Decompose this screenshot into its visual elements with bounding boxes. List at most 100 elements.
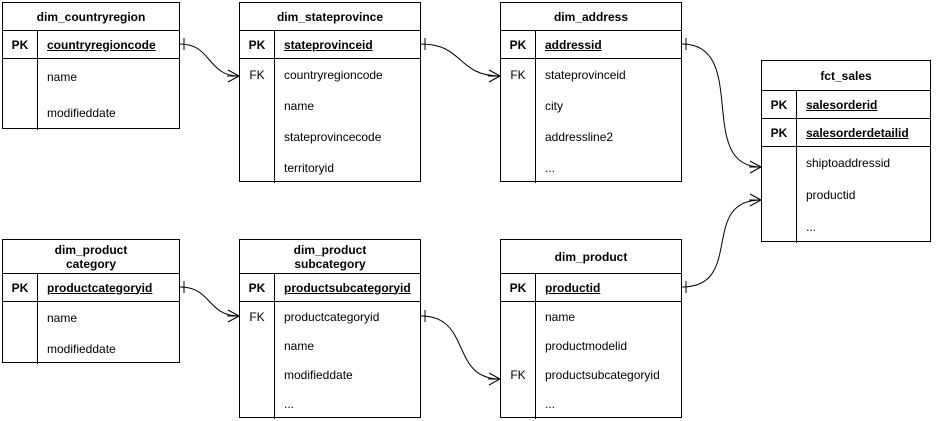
column-name: stateprovincecode xyxy=(284,129,382,144)
column-name: productsubcategoryid xyxy=(545,367,660,382)
column-name: name xyxy=(545,309,576,324)
key-marker xyxy=(501,121,535,152)
column-name: salesorderdetailid xyxy=(806,125,909,140)
column-name: name xyxy=(47,310,78,325)
column-name: modifieddate xyxy=(284,367,353,382)
column-name: countryregioncode xyxy=(284,67,383,82)
key-marker: PK xyxy=(3,274,38,301)
entity-body: name modifieddate xyxy=(3,59,179,130)
key-marker: PK xyxy=(501,31,536,58)
entity-body-key-column: FK xyxy=(240,59,275,183)
column-name: stateprovinceid xyxy=(284,37,373,52)
key-marker xyxy=(501,152,535,183)
cardinality-many-marker xyxy=(488,69,501,83)
column-name: salesorderid xyxy=(806,97,878,112)
key-marker: FK xyxy=(510,367,526,382)
relationship-line xyxy=(420,43,501,77)
relationship-stateprovince-to-address xyxy=(420,38,501,83)
column-name: productid xyxy=(545,280,601,295)
relationship-line xyxy=(179,286,240,317)
entity-key-row[interactable]: PK productsubcategoryid xyxy=(240,274,420,302)
key-marker xyxy=(240,389,274,419)
column-name: addressline2 xyxy=(545,129,614,144)
column-name: ... xyxy=(545,397,556,411)
relationship-countryregion-to-stateprovince xyxy=(179,38,240,83)
entity-title: dim_product subcategory xyxy=(240,240,420,274)
column-name: ... xyxy=(806,220,817,234)
key-marker xyxy=(240,152,274,183)
entity-body-key-column: FK xyxy=(501,302,536,419)
key-marker xyxy=(762,211,796,243)
cardinality-many-marker xyxy=(227,69,240,83)
column-name: productcategoryid xyxy=(47,280,153,295)
relationship-subcategory-to-product xyxy=(420,310,501,386)
key-marker: PK xyxy=(762,119,797,146)
entity-key-row[interactable]: PK countryregioncode xyxy=(3,31,179,59)
relationship-product-to-sales xyxy=(681,193,762,293)
entity-title: fct_sales xyxy=(762,61,930,91)
entity-body-field-column: stateprovinceid city addressline2... xyxy=(536,59,681,183)
column-name: modifieddate xyxy=(47,105,116,120)
column-name: ... xyxy=(545,160,556,175)
column-name: productsubcategoryid xyxy=(284,280,411,295)
key-marker xyxy=(240,121,274,152)
entity-body-key-column xyxy=(762,147,797,243)
key-marker xyxy=(501,389,535,419)
entity-key-row[interactable]: PK salesorderdetailid xyxy=(762,119,930,147)
entity-title: dim_address xyxy=(501,3,681,31)
column-name: name xyxy=(47,70,78,84)
relationship-line xyxy=(179,43,240,77)
column-name: city xyxy=(545,98,563,113)
entity-title: dim_product xyxy=(501,240,681,274)
entity-key-row[interactable]: PK addressid xyxy=(501,31,681,59)
key-marker xyxy=(501,90,535,121)
relationship-productcategory-to-subcategory xyxy=(179,281,240,323)
key-marker: PK xyxy=(3,31,38,58)
column-name: stateprovinceid xyxy=(545,67,626,82)
column-name: ... xyxy=(284,397,295,411)
cardinality-many-marker xyxy=(749,160,762,174)
key-marker: FK xyxy=(249,309,265,324)
entity-body-key-column xyxy=(3,302,38,364)
entity-title: dim_product category xyxy=(3,240,179,274)
column-name: productid xyxy=(806,188,856,202)
entity-title: dim_countryregion xyxy=(3,3,179,31)
entity-key-row[interactable]: PK productcategoryid xyxy=(3,274,179,302)
key-marker xyxy=(501,302,535,331)
key-marker: FK xyxy=(249,67,265,82)
column-name: countryregioncode xyxy=(47,37,156,52)
column-name: territoryid xyxy=(284,160,335,175)
entity-body-key-column: FK xyxy=(501,59,536,183)
key-marker xyxy=(762,179,796,211)
key-marker: PK xyxy=(240,274,275,301)
key-marker xyxy=(240,90,274,121)
relationship-address-to-sales xyxy=(681,38,762,174)
column-name: productcategoryid xyxy=(284,309,380,324)
cardinality-many-marker xyxy=(488,372,501,386)
key-marker xyxy=(240,360,274,389)
entity-body-key-column xyxy=(3,59,38,130)
key-marker xyxy=(762,147,796,179)
column-name: addressid xyxy=(545,37,602,52)
key-marker xyxy=(3,95,37,130)
key-marker xyxy=(3,333,37,364)
key-marker xyxy=(501,331,535,360)
